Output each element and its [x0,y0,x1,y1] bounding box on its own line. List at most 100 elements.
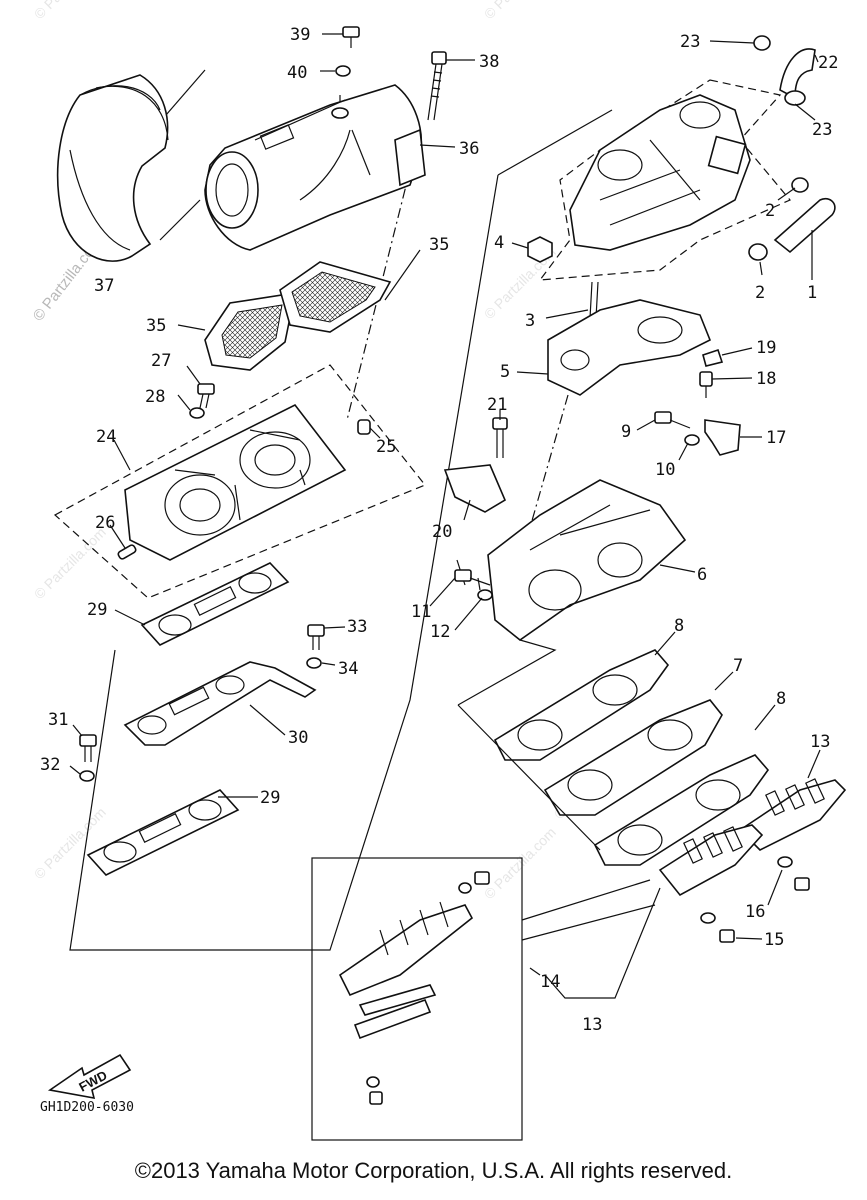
callout-leaders [69,33,821,976]
callout-13: 13 [810,732,830,752]
watermark-faint: © Partzilla.com [31,0,109,22]
callout-25: 25 [376,437,396,457]
callout-27: 27 [151,351,171,371]
callout-9: 9 [621,422,631,442]
callout-16: 16 [745,902,765,922]
callout-7: 7 [733,656,743,676]
callout-31: 31 [48,710,68,730]
callout-38: 38 [479,52,499,72]
hose-1 [773,197,836,254]
callout-32: 32 [40,755,60,775]
washer-10 [684,434,700,446]
callout-40: 40 [287,63,307,83]
callout-2: 2 [755,283,765,303]
callout-22: 22 [818,53,838,73]
washer-16 [777,856,793,868]
case-assy-24 [53,364,426,599]
carburetor-assy-right [538,79,791,281]
callout-3: 3 [525,311,535,331]
reed-valve-13-right [738,778,847,851]
fitting-18 [699,371,713,398]
watermark-faint: © Partzilla.com [31,804,109,882]
callout-29: 29 [260,788,280,808]
filter-element-35 [204,261,392,371]
nut-4 [527,236,553,263]
callout-28: 28 [145,387,165,407]
callout-4: 4 [494,233,504,253]
callout-13: 13 [582,1015,602,1035]
washer-12 [477,589,493,601]
callout-20: 20 [432,522,452,542]
intake-manifold-6 [456,479,687,641]
bolt-11 [454,569,491,586]
callout-30: 30 [288,728,308,748]
callout-21: 21 [487,395,507,415]
callout-23: 23 [680,32,700,52]
callout-35: 35 [146,316,166,336]
callout-26: 26 [95,513,115,533]
callout-23: 23 [812,120,832,140]
cap-19 [702,348,724,367]
callout-36: 36 [459,139,479,159]
callout-33: 33 [347,617,367,637]
plate-30 [123,661,317,746]
bolt-9 [654,411,691,429]
callout-39: 39 [290,25,310,45]
callout-5: 5 [500,362,510,382]
bolt-38 [427,51,447,121]
diagram-code: GH1D200-6030 [40,1100,134,1115]
silencer-36 [204,84,426,251]
gasket-29-upper [140,562,290,646]
clamp-23 [753,35,806,106]
callout-11: 11 [411,602,431,622]
callout-34: 34 [338,659,358,679]
fitting-25 [357,419,371,435]
screw-39 [342,26,360,48]
callout-8: 8 [776,689,786,709]
watermark-faint: © Partzilla.com [481,0,559,22]
callout-17: 17 [766,428,786,448]
callout-24: 24 [96,427,116,447]
bolt-21 [492,417,508,458]
callout-29: 29 [87,600,107,620]
callout-1: 1 [807,283,817,303]
bracket-20 [443,464,507,513]
washer-16b [700,912,716,924]
bolt-31 [79,734,97,762]
forward-arrow-icon: FWD [47,1053,132,1100]
gasket-29-lower [86,789,240,876]
gasket-8-lower [593,754,770,866]
washer-34 [306,657,322,669]
callout-19: 19 [756,338,776,358]
callout-2: 2 [765,201,775,221]
reed-valve-detail-14 [311,857,656,1141]
callout-15: 15 [764,930,784,950]
pin-26 [117,544,137,560]
callout-18: 18 [756,369,776,389]
spacer-guide [457,704,601,851]
callout-37: 37 [94,276,114,296]
copyright-notice: ©2013 Yamaha Motor Corporation, U.S.A. A… [134,1158,733,1183]
callout-10: 10 [655,460,675,480]
callout-12: 12 [430,622,450,642]
washer-32 [79,770,95,782]
callout-35: 35 [429,235,449,255]
callout-labels: 39 40 38 36 37 35 35 27 28 24 25 26 29 3… [40,25,838,1035]
bolt-15 [719,877,810,943]
callout-8: 8 [674,616,684,636]
washer-28 [189,407,205,419]
reed-detail-leader [544,887,661,999]
watermark-faint: © Partzilla.com [31,524,109,602]
intake-duct-37 [56,74,169,262]
reed-valve-13-left [658,824,764,897]
callout-6: 6 [697,565,707,585]
clamp-2 [748,177,809,261]
bracket-17 [704,419,741,456]
manifold-guide [457,639,557,706]
hose-22 [779,48,816,100]
bolt-27 [197,383,215,409]
bolt-33 [307,624,325,650]
watermark-faint: © Partzilla.com [481,824,559,902]
grommet-40 [335,65,351,77]
